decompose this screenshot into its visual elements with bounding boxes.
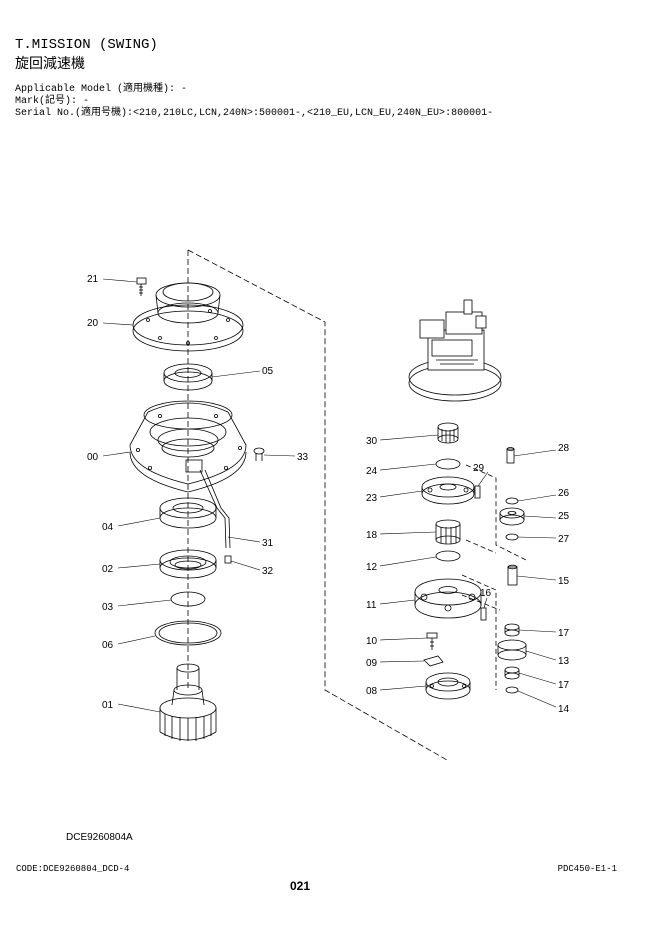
callout-29: 29	[473, 463, 485, 474]
callout-06: 06	[102, 640, 114, 651]
carrier-11	[414, 578, 482, 619]
sun-gear-18	[435, 519, 461, 545]
callout-09: 09	[366, 658, 378, 669]
callout-33: 33	[297, 452, 309, 463]
callout-28: 28	[558, 443, 570, 454]
callout-27: 27	[558, 534, 570, 545]
callout-30: 30	[366, 436, 378, 447]
callout-16: 16	[480, 588, 492, 599]
right-assembly	[408, 299, 527, 700]
sun-gear-30	[437, 422, 459, 444]
left-assembly	[129, 249, 448, 761]
plug-33	[253, 447, 265, 461]
callout-15: 15	[558, 576, 570, 587]
drawing-code: DCE9260804A	[66, 832, 133, 843]
thrust-plate-08	[425, 672, 471, 700]
tube-31	[199, 469, 231, 549]
callout-12: 12	[366, 562, 378, 573]
serial-range: Serial No.(適用号機):<210,210LC,LCN,240N>:50…	[15, 108, 494, 119]
washer-24	[435, 458, 461, 470]
bolt-21	[136, 277, 147, 296]
planet-gear-13	[497, 639, 527, 661]
footer-code: CODE:DCE9260804_DCD-4	[16, 864, 130, 874]
callout-25: 25	[558, 511, 570, 522]
mark-field: Mark(記号): -	[15, 96, 90, 107]
callout-21: 21	[87, 274, 99, 285]
applicable-model: Applicable Model (適用機種): -	[15, 84, 188, 95]
callout-00: 00	[87, 452, 99, 463]
carrier-23	[421, 476, 475, 505]
bearing-05	[163, 363, 213, 391]
oil-seal-02	[159, 549, 217, 579]
footer-reference: PDC450-E1-1	[557, 864, 617, 874]
washer-12	[435, 550, 461, 562]
washer-14	[505, 686, 519, 694]
pinion-shaft-01	[159, 663, 217, 741]
callout-11: 11	[366, 600, 377, 611]
washer-27	[505, 533, 519, 541]
lock-plate-09	[423, 655, 444, 667]
callout-13: 13	[558, 656, 570, 667]
bushing-17-upper	[504, 623, 520, 637]
thrust-washer-26	[505, 497, 519, 505]
callout-20: 20	[87, 318, 99, 329]
ring-06	[154, 620, 222, 646]
callout-04: 04	[102, 522, 114, 533]
pin-15	[507, 564, 518, 586]
callout-26: 26	[558, 488, 570, 499]
callout-23: 23	[366, 493, 378, 504]
swing-motor-assembly	[408, 299, 502, 402]
leader-lines	[102, 278, 557, 713]
callout-03: 03	[102, 602, 114, 613]
pin-29	[474, 485, 481, 499]
pin-16	[480, 607, 487, 621]
disc-03	[170, 591, 206, 607]
callout-labels: 21 20 05 00 33 04 31 02 32 03 06 01 30 2…	[87, 274, 570, 715]
page-title-japanese: 旋回減速機	[15, 56, 85, 72]
bushing-17-lower	[504, 666, 520, 680]
callout-17-lower: 17	[558, 680, 570, 691]
ring-gear-housing-20	[132, 282, 244, 352]
fitting-32	[224, 555, 232, 564]
callout-08: 08	[366, 686, 378, 697]
planet-gear-25	[499, 507, 525, 526]
page-number: 021	[290, 879, 311, 893]
callout-02: 02	[102, 564, 114, 575]
callout-32: 32	[262, 566, 274, 577]
callout-05: 05	[262, 366, 274, 377]
pin-28	[506, 447, 515, 464]
bolt-10	[426, 632, 438, 650]
callout-18: 18	[366, 530, 378, 541]
callout-10: 10	[366, 636, 378, 647]
callout-01: 01	[102, 700, 114, 711]
page-title: T.MISSION (SWING)	[15, 37, 158, 53]
housing-00	[129, 400, 247, 493]
callout-14: 14	[558, 704, 570, 715]
callout-31: 31	[262, 538, 274, 549]
callout-17-upper: 17	[558, 628, 570, 639]
callout-24: 24	[366, 466, 378, 477]
